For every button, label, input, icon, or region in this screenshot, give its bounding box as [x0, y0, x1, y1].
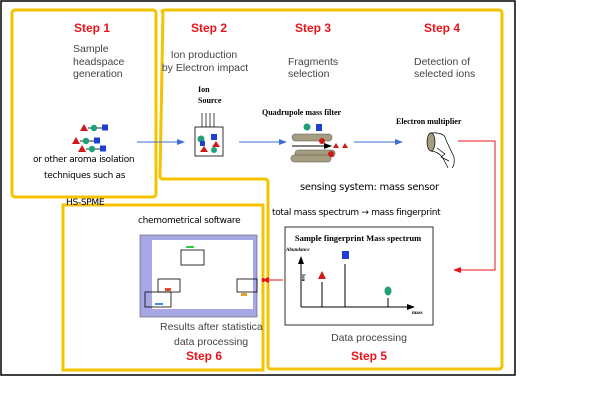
step5-desc: Data processing [331, 332, 407, 344]
quadrupole-icon [290, 123, 348, 163]
step1-note-2: techniques such as [44, 171, 126, 181]
software-label: chemometrical software [138, 216, 241, 226]
step1-desc-3: generation [73, 68, 123, 80]
spectrum-yunit: Ion [300, 274, 305, 281]
chemometric-plot-thumbnail [139, 234, 264, 318]
step2-desc-1: Ion production [171, 49, 238, 61]
step4-title: Step 4 [424, 21, 460, 35]
ion-source-label-2: Source [198, 96, 222, 105]
mass-spectrum-panel: Sample fingerprint Mass spectrum Abundan… [284, 226, 434, 326]
spectrum-xlabel: mass [412, 311, 423, 316]
arrow-4-5 [453, 140, 496, 273]
outer-frame [0, 0, 516, 376]
step4-desc-2: selected ions [414, 68, 475, 80]
step3-desc-1: Fragments [288, 56, 338, 68]
step6-desc-1: Results after statistica [160, 321, 263, 333]
spectrum-ylabel: Abundance [285, 248, 310, 253]
step4-desc-1: Detection of [414, 56, 470, 68]
spectrum-title: Sample fingerprint Mass spectrum [295, 233, 421, 243]
fingerprint-label: total mass spectrum → mass fingerprint [272, 208, 441, 218]
multiplier-label: Electron multiplier [396, 117, 462, 126]
step1-desc-2: headspace [73, 56, 125, 68]
ion-source-icon [194, 113, 224, 157]
step6-title: Step 6 [186, 349, 222, 363]
sensing-label: sensing system: mass sensor [300, 182, 440, 193]
step5-title: Step 5 [351, 349, 387, 363]
step1-desc-1: Sample [73, 43, 109, 55]
step3-title: Step 3 [295, 21, 331, 35]
ion-source-label-1: Ion [198, 85, 210, 94]
molecules-icon [72, 124, 108, 153]
quadrupole-label: Quadrupole mass filter [262, 108, 342, 117]
electron-multiplier-icon [426, 132, 455, 169]
step6-frame [61, 203, 265, 372]
step2-desc-2: by Electron impact [162, 62, 248, 74]
step3-desc-2: selection [288, 68, 330, 80]
step1-frame [10, 8, 158, 199]
step2-title: Step 2 [191, 21, 227, 35]
step6-desc-2: data processing [174, 336, 248, 348]
step1-title: Step 1 [74, 21, 110, 35]
step1-note-3: HS-SPME [66, 198, 105, 208]
step1-note-1: or other aroma isolation [33, 155, 134, 165]
steps2-5-frame [158, 8, 504, 371]
